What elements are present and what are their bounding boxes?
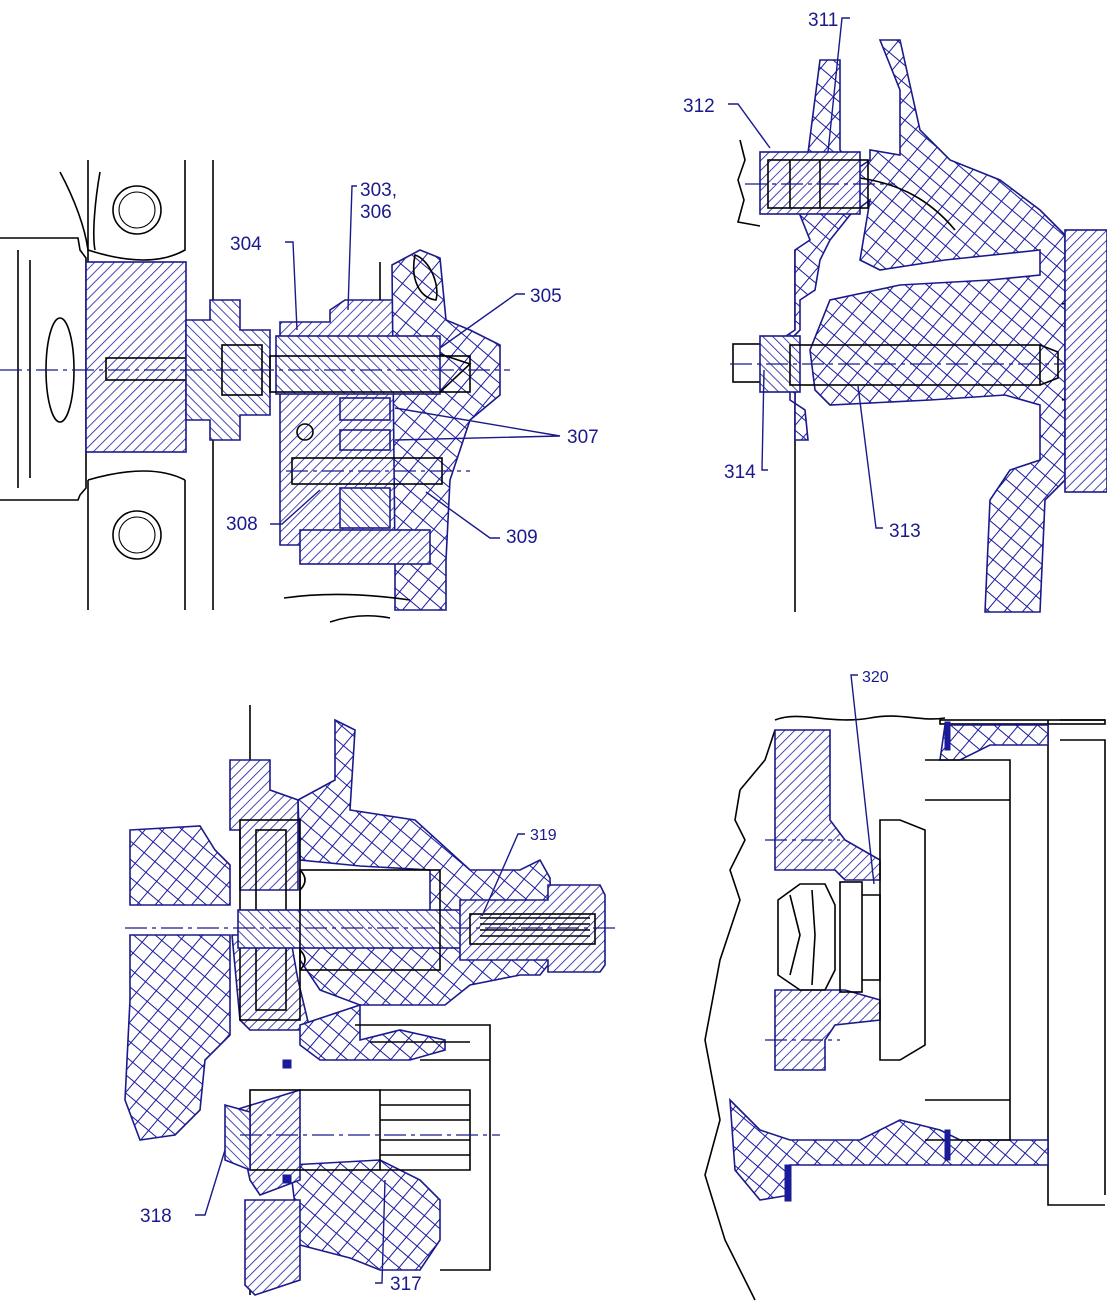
callout-320: 320	[862, 669, 889, 686]
view-top-left-callouts: 303, 306 304 305 307 308 309	[226, 180, 599, 548]
view-bottom-right	[704, 715, 1106, 1301]
view-bottom-left-callouts: 319 318 317	[140, 827, 557, 1295]
view-top-left	[0, 160, 510, 623]
view-bottom-right-callouts: 320	[850, 669, 889, 885]
callout-308: 308	[226, 514, 258, 535]
view-top-right	[730, 39, 1107, 613]
callout-314: 314	[724, 462, 756, 483]
view-top-right-callouts: 311 312 313 314	[683, 10, 921, 542]
view-bottom-left	[124, 705, 620, 1296]
callout-304: 304	[230, 234, 262, 255]
callout-303: 303,	[360, 180, 397, 201]
callout-313: 313	[889, 521, 921, 542]
callout-312: 312	[683, 96, 715, 117]
callout-309: 309	[506, 527, 538, 548]
callout-311: 311	[808, 10, 838, 31]
callout-318: 318	[140, 1206, 172, 1227]
callout-306: 306	[360, 202, 392, 223]
callout-319: 319	[530, 827, 557, 844]
callout-307: 307	[567, 427, 599, 448]
callout-317: 317	[390, 1274, 422, 1295]
callout-305: 305	[530, 286, 562, 307]
